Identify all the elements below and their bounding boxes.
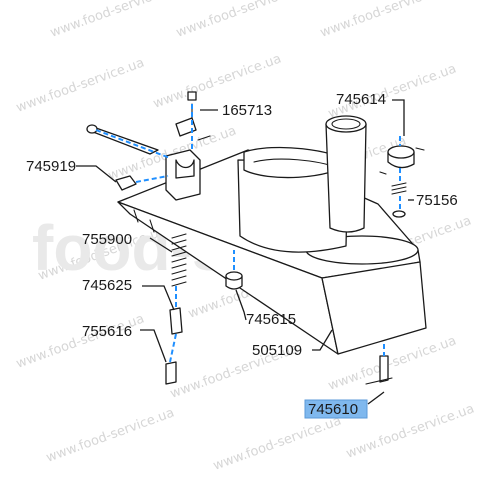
spring-left	[165, 233, 187, 385]
label-745615: 745615	[246, 311, 296, 328]
knob-cap	[379, 145, 425, 175]
watermark-text: www.food-service.ua	[318, 0, 450, 41]
rubber-foot	[225, 271, 243, 290]
watermark-text: www.food-service.ua	[14, 311, 146, 371]
pusher-tube	[325, 115, 367, 233]
label-165713: 165713	[222, 102, 272, 119]
assembly-axes	[95, 104, 401, 363]
watermark-text: www.food-service.ua	[174, 0, 306, 41]
label-755616: 755616	[82, 323, 132, 340]
watermark-text: www.food-service.ua	[48, 0, 180, 41]
feed-chute	[237, 146, 353, 253]
label-highlight	[304, 399, 368, 419]
spring-75156	[391, 182, 407, 218]
label-505109: 505109	[252, 342, 302, 359]
leader-lines	[76, 99, 414, 405]
watermark-text: www.food-service.ua	[211, 413, 343, 473]
label-745610: 745610	[308, 401, 358, 418]
label-75156: 75156	[416, 192, 458, 209]
lower-pin	[365, 355, 393, 385]
watermark-text: www.food-service.ua	[14, 55, 146, 115]
label-745625: 745625	[82, 277, 132, 294]
label-755900: 755900	[82, 231, 132, 248]
label-745614: 745614	[336, 91, 386, 108]
label-745919: 745919	[26, 158, 76, 175]
watermark-text: www.food-service.ua	[44, 405, 176, 465]
